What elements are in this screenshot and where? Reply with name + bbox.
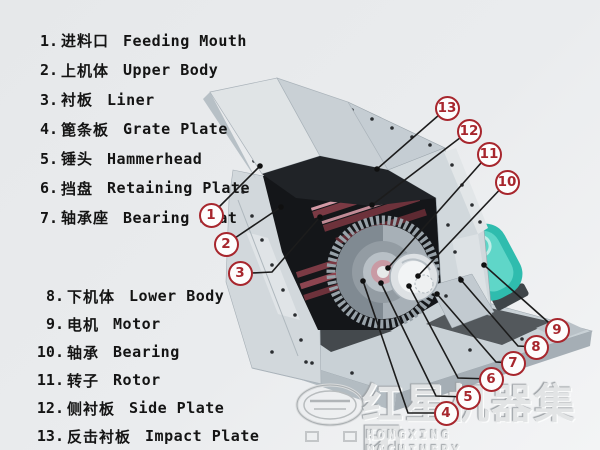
callout-circle-13: 13 — [434, 95, 460, 121]
bearing-housing — [389, 252, 439, 302]
part-name-zh: 轴承 — [67, 343, 100, 362]
part-item-1: 1. 进料口 Feeding Mouth — [36, 26, 250, 56]
part-number: 13. — [36, 427, 64, 445]
part-number: 7. — [39, 208, 58, 227]
part-name-en: Hammerhead — [107, 149, 203, 168]
part-number: 5. — [39, 149, 58, 168]
part-name-zh: 下机体 — [67, 287, 116, 306]
callout-line-11 — [387, 153, 490, 269]
part-item-3: 3. 衬板 Liner — [36, 85, 250, 115]
part-name-zh: 轴承座 — [61, 209, 110, 228]
part-number: 9. — [45, 315, 64, 333]
part-name-zh: 篦条板 — [61, 120, 110, 139]
callout-line-13 — [376, 107, 448, 170]
callout-line-8 — [460, 279, 537, 348]
part-name-en: Impact Plate — [145, 427, 260, 445]
part-item-12: 12. 侧衬板 Side Plate — [30, 394, 259, 422]
part-item-8: 8. 下机体 Lower Body — [30, 282, 259, 310]
watermark-logo-icon — [295, 383, 365, 442]
callout-line-3 — [251, 216, 321, 274]
callout-circle-7: 7 — [500, 350, 526, 376]
callout-endpoint-dots — [257, 163, 487, 297]
callout-circle-12: 12 — [456, 118, 482, 144]
part-name-en: Grate Plate — [123, 120, 228, 139]
part-item-13: 13. 反击衬板 Impact Plate — [30, 422, 259, 450]
callout-circle-10: 10 — [494, 169, 520, 195]
callout-circle-2: 2 — [213, 231, 239, 257]
part-number: 6. — [39, 179, 58, 198]
callout-line-5 — [380, 282, 469, 398]
part-name-en: Feeding Mouth — [123, 31, 247, 50]
part-number: 11. — [36, 371, 64, 389]
part-item-11: 11. 转子 Rotor — [30, 366, 259, 394]
callout-circle-3: 3 — [227, 260, 253, 286]
part-name-zh: 锤头 — [61, 150, 94, 169]
part-item-5: 5. 锤头 Hammerhead — [36, 144, 250, 174]
callout-circle-4: 4 — [433, 400, 459, 426]
part-name-zh: 反击衬板 — [67, 427, 132, 446]
part-number: 8. — [45, 287, 64, 305]
part-number: 4. — [39, 120, 58, 139]
part-name-en: Upper Body — [123, 61, 219, 80]
watermark-text-en: HONGXING MACHINERY GROUP — [366, 427, 463, 450]
callout-circle-1: 1 — [198, 202, 224, 228]
part-name-zh: 衬板 — [61, 91, 94, 110]
callout-circle-8: 8 — [523, 334, 549, 360]
bearing-seat-bracket — [429, 273, 495, 329]
part-item-9: 9. 电机 Motor — [30, 310, 259, 338]
part-name-zh: 进料口 — [61, 32, 110, 51]
part-name-en: Bearing — [113, 343, 180, 361]
part-name-en: Motor — [113, 315, 161, 333]
callout-circle-11: 11 — [476, 141, 502, 167]
part-name-zh: 侧衬板 — [67, 399, 116, 418]
callout-line-7 — [436, 293, 514, 364]
parts-list-bottom: 8. 下机体 Lower Body 9. 电机 Motor 10. 轴承 Bea… — [30, 282, 259, 450]
callout-circle-9: 9 — [544, 317, 570, 343]
callout-line-4 — [362, 280, 446, 414]
part-name-en: Side Plate — [129, 399, 225, 417]
part-item-2: 2. 上机体 Upper Body — [36, 56, 250, 86]
part-name-en: Retaining Plate — [107, 179, 250, 198]
part-number: 2. — [39, 61, 58, 80]
callout-line-12 — [371, 130, 470, 206]
part-item-10: 10. 轴承 Bearing — [30, 338, 259, 366]
callout-circle-5: 5 — [455, 384, 481, 410]
part-number: 12. — [36, 399, 64, 417]
parts-list-top: 1. 进料口 Feeding Mouth 2. 上机体 Upper Body 3… — [36, 26, 250, 233]
part-name-zh: 挡盘 — [61, 179, 94, 198]
feeding-hopper — [203, 77, 436, 206]
part-name-zh: 转子 — [67, 371, 100, 390]
part-item-4: 4. 篦条板 Grate Plate — [36, 115, 250, 145]
part-number: 1. — [39, 31, 58, 50]
part-name-en: Liner — [107, 90, 155, 109]
part-name-zh: 上机体 — [61, 61, 110, 80]
callout-circle-6: 6 — [478, 366, 504, 392]
callout-line-10 — [417, 181, 508, 277]
callout-line-9 — [483, 264, 558, 331]
part-item-6: 6. 挡盘 Retaining Plate — [36, 174, 250, 204]
part-name-en: Rotor — [113, 371, 161, 389]
part-number: 10. — [36, 343, 64, 361]
part-name-zh: 电机 — [67, 315, 100, 334]
part-number: 3. — [39, 90, 58, 109]
part-name-en: Lower Body — [129, 287, 225, 305]
